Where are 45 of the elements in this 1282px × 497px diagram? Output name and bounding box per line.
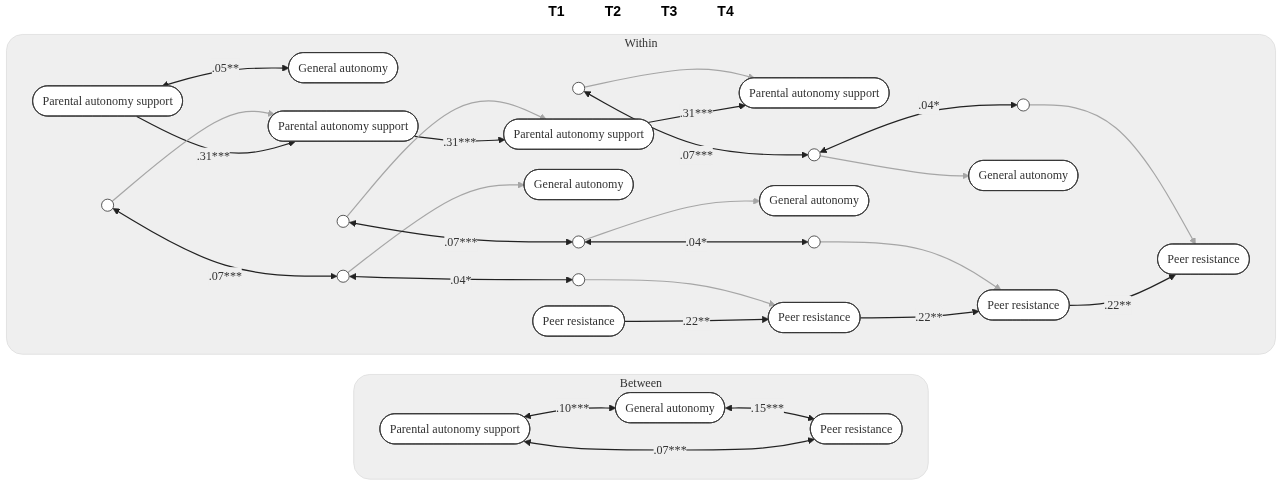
edge-label: .05** (211, 61, 239, 75)
arrow (112, 208, 338, 280)
arrow (347, 181, 525, 274)
node-circle (572, 273, 586, 287)
arrow (523, 437, 815, 451)
edge-label: .15*** (750, 401, 785, 415)
arrow (584, 238, 809, 246)
time-point-label: T3 (661, 3, 678, 19)
edge-label: .07*** (444, 235, 478, 249)
edge-label: .22** (682, 314, 711, 328)
node-circle (336, 269, 350, 283)
node-circle (336, 215, 350, 228)
arrow (819, 241, 1002, 291)
edge-label: .04* (450, 273, 472, 287)
edge-label: .04* (685, 235, 707, 249)
arrow (819, 101, 1018, 154)
node-circle (101, 198, 115, 212)
arrow (583, 91, 809, 159)
edge-label: .10*** (555, 401, 590, 415)
arrow (349, 273, 573, 284)
edge-label: .31*** (196, 150, 230, 164)
edge-label: .22** (1104, 298, 1132, 312)
arrow (584, 279, 776, 307)
arrow (1028, 104, 1196, 245)
node-circle (1016, 98, 1030, 112)
edge-label: .07*** (208, 269, 242, 283)
node-circle (572, 82, 586, 95)
node-circle (572, 235, 586, 249)
edge-label: .31*** (679, 107, 714, 120)
arrow (346, 100, 547, 218)
edge-label: .22** (915, 311, 943, 324)
arrow (583, 68, 755, 88)
arrow (647, 103, 746, 124)
edge-label: .31*** (443, 135, 477, 149)
edge-label: .07*** (653, 443, 687, 457)
arrow (583, 197, 761, 241)
time-point-label: T1 (548, 3, 565, 19)
edge-label: .07*** (679, 148, 714, 162)
arrow (111, 109, 275, 203)
arrow (819, 155, 970, 180)
time-point-label: T2 (604, 3, 621, 19)
time-point-label: T4 (717, 3, 734, 19)
edge-label: .04* (918, 98, 940, 112)
node-circle (807, 235, 821, 249)
node-circle (807, 148, 821, 162)
